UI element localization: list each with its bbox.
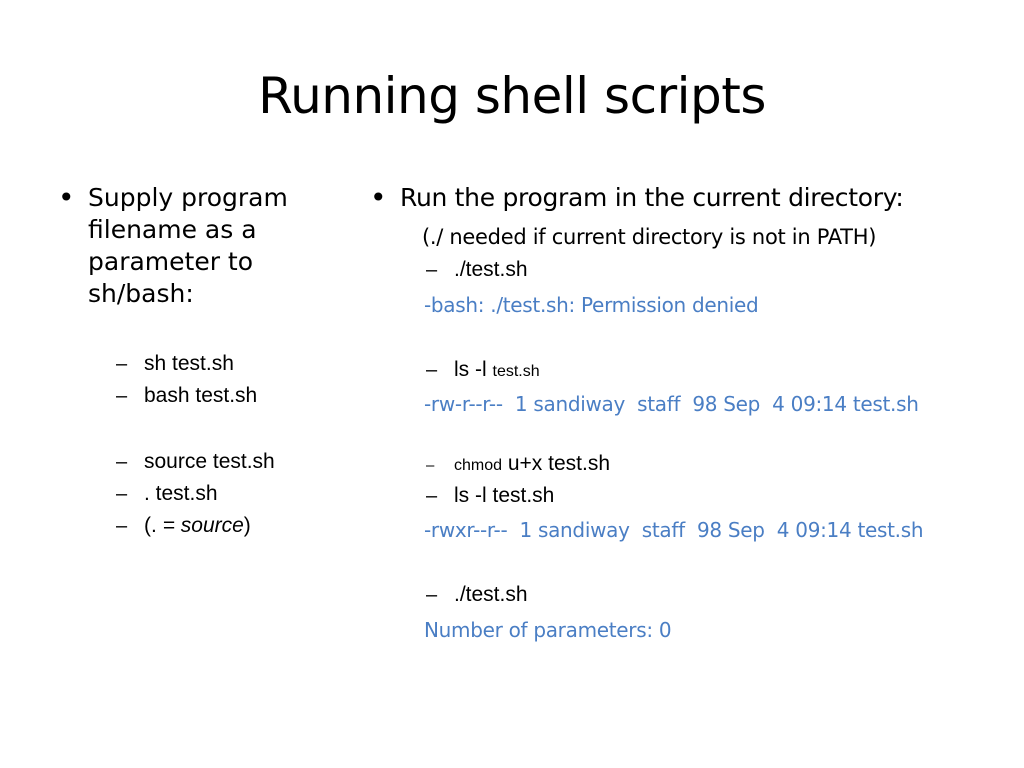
bullet-icon: • bbox=[370, 181, 387, 214]
dash-icon: – bbox=[116, 515, 128, 537]
command-run-again: – ./test.sh bbox=[426, 583, 528, 606]
dash-icon: – bbox=[426, 485, 438, 507]
dash-icon: – bbox=[426, 359, 438, 381]
bullet-icon: • bbox=[58, 181, 75, 214]
dash-icon: – bbox=[426, 584, 438, 606]
command-chmod: – chmod u+x test.sh bbox=[426, 452, 611, 475]
output-ls-after: -rwxr--r-- 1 sandiway staff 98 Sep 4 09:… bbox=[424, 518, 924, 542]
left-bullet-text: Supply program filename as a parameter t… bbox=[88, 183, 288, 308]
dash-icon: – bbox=[116, 451, 128, 473]
list-item: – sh test.sh bbox=[116, 352, 234, 375]
dash-icon: – bbox=[116, 385, 128, 407]
list-item: – (. = source) bbox=[116, 514, 251, 538]
list-item: – . test.sh bbox=[116, 482, 218, 505]
command-run: – ./test.sh bbox=[426, 258, 528, 281]
source-equivalence: (. = source) bbox=[144, 514, 251, 537]
dash-icon: – bbox=[116, 353, 128, 375]
dash-icon: – bbox=[116, 483, 128, 505]
list-item: – bash test.sh bbox=[116, 384, 258, 407]
right-bullet-text: Run the program in the current directory… bbox=[400, 183, 904, 212]
output-parameters: Number of parameters: 0 bbox=[424, 618, 672, 642]
command-ls-again: – ls -l test.sh bbox=[426, 484, 555, 507]
command-ls: – ls -l test.sh bbox=[426, 358, 540, 381]
dash-icon: – bbox=[426, 259, 438, 281]
slide-title: Running shell scripts bbox=[258, 67, 766, 125]
dash-icon: – bbox=[426, 457, 435, 474]
output-permission-denied: -bash: ./test.sh: Permission denied bbox=[424, 293, 759, 317]
output-ls-before: -rw-r--r-- 1 sandiway staff 98 Sep 4 09:… bbox=[424, 392, 919, 416]
path-note: (./ needed if current directory is not i… bbox=[422, 225, 877, 249]
list-item: – source test.sh bbox=[116, 450, 275, 473]
right-bullet: • Run the program in the current directo… bbox=[370, 182, 904, 214]
left-bullet: • Supply program filename as a parameter… bbox=[58, 182, 348, 310]
